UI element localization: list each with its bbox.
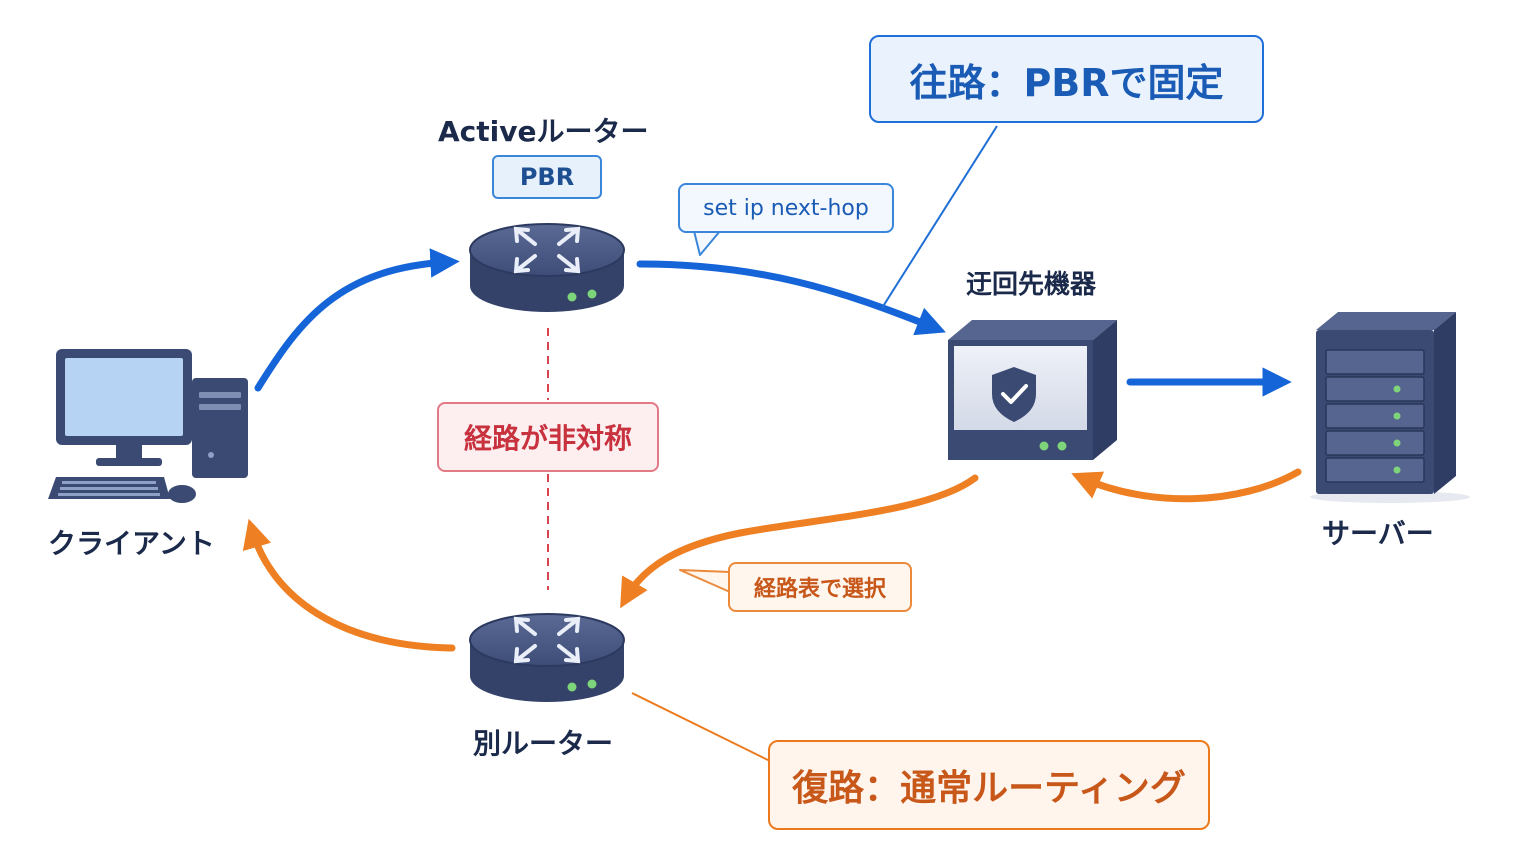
forward-path-callout: 往路：PBRで固定 (869, 35, 1264, 123)
pbr-tag: PBR (492, 155, 602, 199)
client-label: クライアント (48, 527, 215, 560)
arrow-server-to-detour (1071, 468, 1302, 503)
other-router-label: 別ルーター (473, 727, 614, 760)
return-callout-leader (631, 692, 773, 763)
arrow-detour-to-other-router (620, 474, 979, 609)
other-router-icon (469, 613, 625, 702)
route-table-bubble-tail (679, 569, 731, 593)
route-table-bubble: 経路表で選択 (728, 562, 912, 612)
forward-callout-leader (881, 125, 998, 309)
detour-device-label: 迂回先機器 (966, 270, 1097, 300)
server-icon (1310, 312, 1470, 503)
arrow-other-router-to-client (242, 518, 456, 652)
server-label: サーバー (1322, 517, 1434, 550)
next-hop-bubble: set ip next-hop (678, 183, 894, 233)
arrow-client-to-active-router (254, 248, 460, 392)
active-router-label: Activeルーター (438, 115, 649, 148)
detour-device-icon (948, 320, 1117, 460)
client-pc-icon (48, 349, 248, 503)
next-hop-bubble-tail (693, 230, 721, 256)
active-router-icon (469, 223, 625, 312)
return-path-callout: 復路：通常ルーティング (768, 740, 1210, 830)
arrow-active-router-to-detour (636, 260, 946, 336)
asymmetric-label: 経路が非対称 (437, 402, 659, 472)
